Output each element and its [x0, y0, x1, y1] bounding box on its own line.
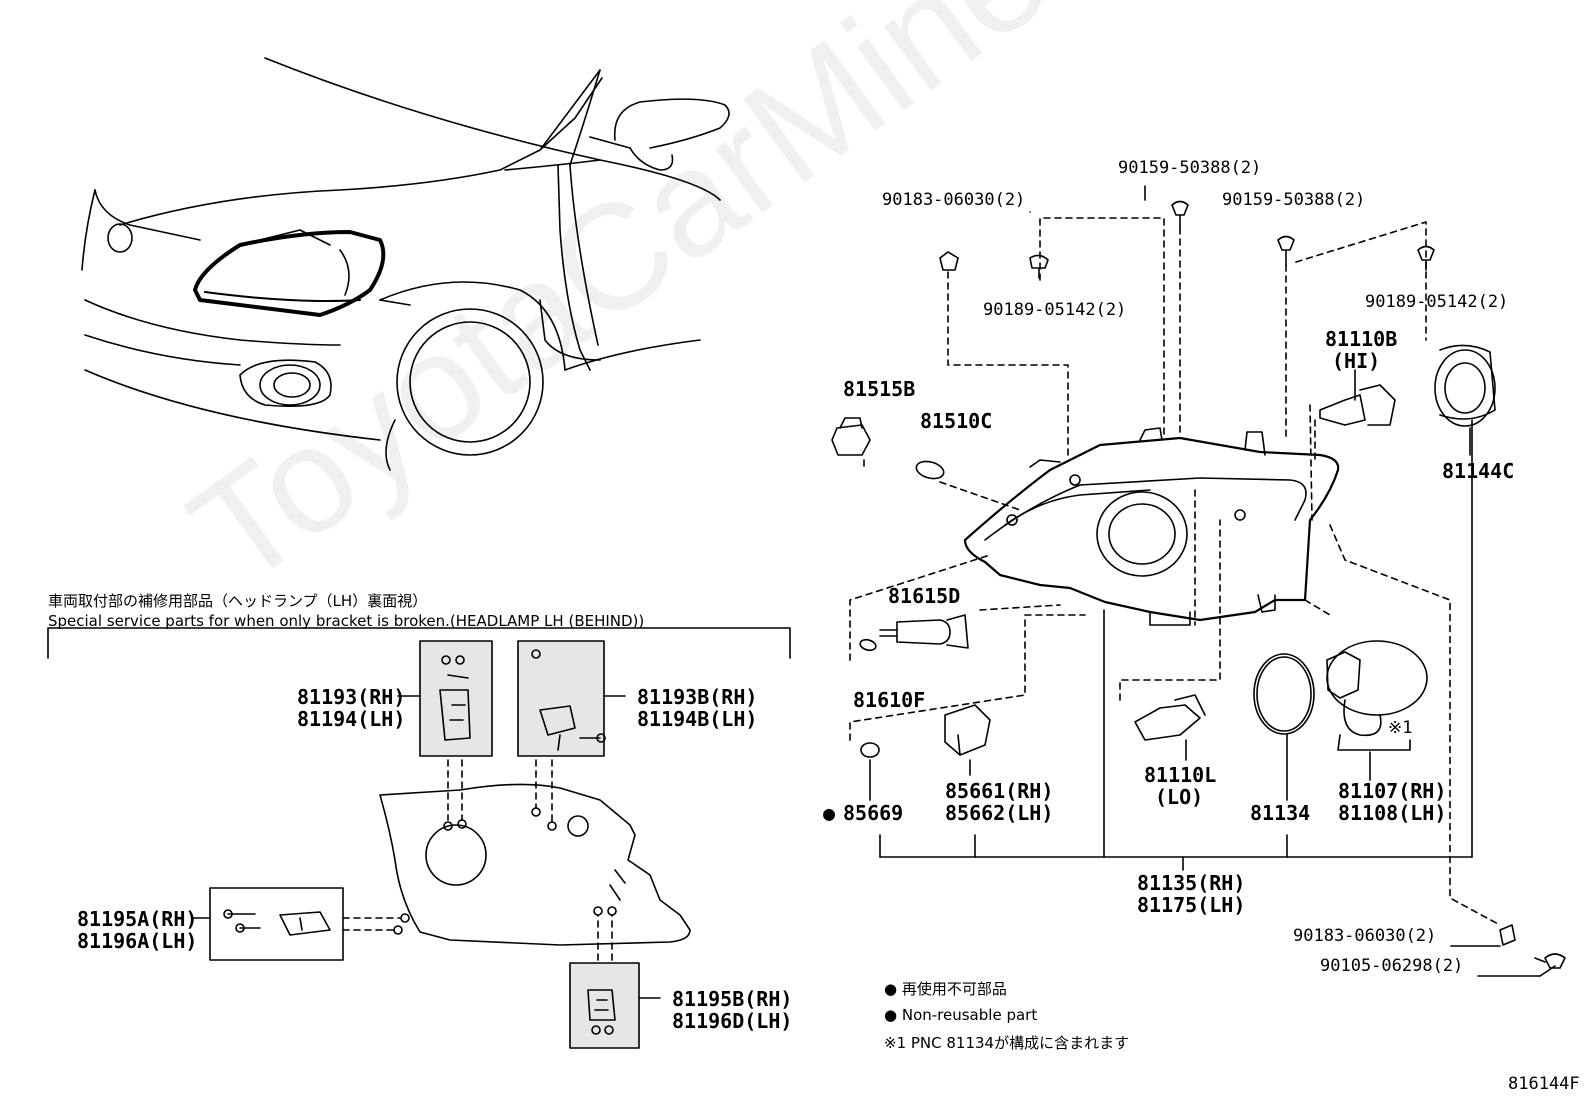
label-81515b: 81515B [843, 377, 916, 401]
label-81195b: 81195B(RH) [672, 987, 793, 1011]
note-jp: 車両取付部の補修用部品（ヘッドランプ（LH）裏面視） [48, 592, 428, 610]
label-90183-bottom: 90183-06030(2) [1293, 926, 1437, 946]
label-90183-top: 90183-06030(2) [882, 190, 1026, 210]
legend-non-reusable-en: ● Non-reusable part [884, 1006, 1038, 1024]
label-81135: 81135(RH) [1137, 871, 1246, 895]
label-81194b: 81194B(LH) [637, 707, 758, 731]
label-81610f: 81610F [853, 688, 926, 712]
label-90189-b: 90189-05142(2) [1365, 292, 1509, 312]
label-85661: 85661(RH) [945, 779, 1054, 803]
label-81510c: 81510C [920, 409, 993, 433]
label-90105: 90105-06298(2) [1320, 956, 1464, 976]
label-81110l: 81110L [1144, 763, 1217, 787]
label-81195a: 81195A(RH) [77, 907, 198, 931]
label-90159-b: 90159-50388(2) [1222, 190, 1366, 210]
label-81134: 81134 [1250, 801, 1311, 825]
label-81193: 81193(RH) [297, 685, 406, 709]
label-81107: 81107(RH) [1338, 779, 1447, 803]
label-81615d: 81615D [888, 584, 961, 608]
label-90189-a: 90189-05142(2) [983, 300, 1127, 320]
label-81175: 81175(LH) [1137, 893, 1246, 917]
label-81110l-lo: (LO) [1155, 785, 1204, 809]
label-85669-dot: ● [823, 801, 836, 825]
label-85669: 85669 [843, 801, 904, 825]
label-81196a: 81196A(LH) [77, 929, 198, 953]
label-81144c: 81144C [1442, 459, 1515, 483]
bracket-detail [47, 627, 791, 1049]
label-81193b: 81193B(RH) [637, 685, 758, 709]
label-81110b-hi: (HI) [1332, 349, 1381, 373]
label-81196d: 81196D(LH) [672, 1009, 793, 1033]
label-81110b: 81110B [1325, 327, 1398, 351]
car-illustration [81, 57, 730, 471]
headlamp-assembly [831, 185, 1566, 977]
label-85662: 85662(LH) [945, 801, 1054, 825]
label-81194: 81194(LH) [297, 707, 406, 731]
legend-note1: ※1 PNC 81134が構成に含まれます [884, 1034, 1130, 1052]
legend-non-reusable-jp: ● 再使用不可部品 [884, 980, 1007, 998]
label-90159-a: 90159-50388(2) [1118, 158, 1262, 178]
label-81108: 81108(LH) [1338, 801, 1447, 825]
label-note1-mark: ※1 [1388, 718, 1413, 738]
note-en: Special service parts for when only brac… [48, 612, 645, 630]
diagram-code: 816144F [1508, 1074, 1580, 1094]
